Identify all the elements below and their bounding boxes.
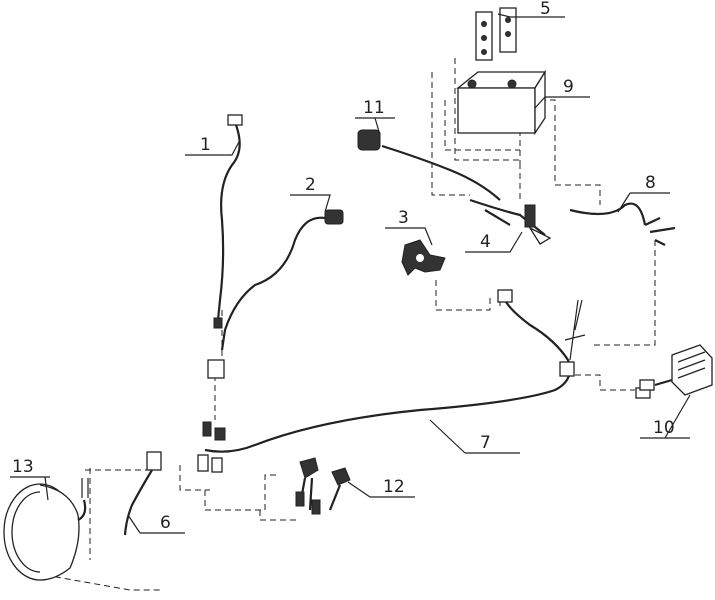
part-11-relay xyxy=(357,129,501,201)
part-10-regulator xyxy=(635,344,713,399)
part-6-headlight-harness xyxy=(81,451,162,536)
callout-9: 9 xyxy=(563,77,574,97)
callout-3: 3 xyxy=(398,208,409,228)
callout-11: 11 xyxy=(363,98,385,118)
callout-5: 5 xyxy=(540,0,551,19)
part-2-harness xyxy=(220,209,344,351)
callout-8: 8 xyxy=(645,173,656,193)
part-7-main-harness xyxy=(204,289,586,453)
callout-13: 13 xyxy=(12,457,34,477)
callout-10: 10 xyxy=(653,418,675,438)
part-13-headlight xyxy=(3,483,87,581)
callout-1: 1 xyxy=(200,135,211,155)
part-3-switch xyxy=(401,239,446,276)
part-8-starter-cable xyxy=(569,202,676,246)
part-5-battery-bracket xyxy=(475,7,517,61)
part-9-battery xyxy=(456,69,547,136)
callout-leaders xyxy=(10,13,691,534)
part-12-handlebar-switches xyxy=(295,457,351,515)
callout-2: 2 xyxy=(305,175,316,195)
center-connectors xyxy=(197,359,226,473)
part-1-harness xyxy=(213,114,243,329)
part-4-battery-cable xyxy=(469,198,552,245)
assembly-guide-lines xyxy=(44,58,656,591)
callout-7: 7 xyxy=(480,433,491,453)
callout-12: 12 xyxy=(383,477,405,497)
callout-4: 4 xyxy=(480,232,491,252)
callout-6: 6 xyxy=(160,513,171,533)
